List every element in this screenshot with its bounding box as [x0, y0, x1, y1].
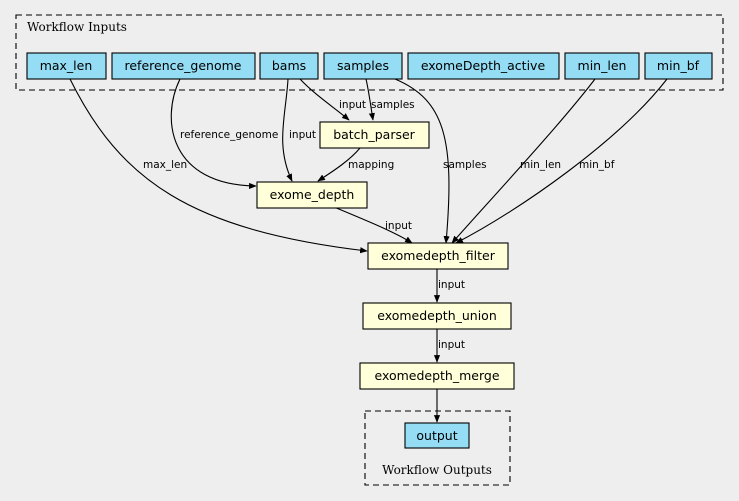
input-node-min-bf[interactable]: min_bf [644, 52, 713, 80]
workflow-outputs-label: Workflow Outputs [382, 463, 492, 477]
edge-label-union-merge: input [438, 339, 465, 351]
input-node-reference-genome-label: reference_genome [125, 58, 242, 73]
step-node-exomedepth-merge-label: exomedepth_merge [374, 368, 499, 383]
edge-reference-genome-exome-depth [170, 78, 257, 189]
input-node-min-bf-label: min_bf [657, 58, 700, 73]
input-node-samples[interactable]: samples [323, 52, 403, 80]
edge-label-min-len: min_len [520, 159, 561, 171]
input-node-exomedepth-active-label: exomeDepth_active [421, 58, 546, 73]
edge-label-bams-exome-depth: input [289, 129, 316, 141]
input-node-reference-genome[interactable]: reference_genome [111, 52, 256, 80]
edge-min-bf-filter [455, 78, 668, 244]
step-node-exomedepth-filter[interactable]: exomedepth_filter [367, 242, 509, 270]
edge-label-samples-filter: samples [443, 159, 487, 171]
workflow-inputs-cluster: Workflow Inputs [15, 14, 724, 91]
edge-label-filter-union: input [438, 279, 465, 291]
input-node-max-len-label: max_len [40, 58, 93, 73]
edge-min-len-filter [451, 78, 596, 244]
output-node-output-label: output [416, 428, 457, 443]
edge-label-samples-batch-parser: samples [371, 99, 415, 111]
input-node-exomedepth-active[interactable]: exomeDepth_active [407, 52, 560, 80]
input-node-bams[interactable]: bams [259, 52, 319, 80]
step-node-exomedepth-union-label: exomedepth_union [377, 308, 497, 323]
edge-batch-parser-exome-depth [317, 147, 361, 182]
step-node-batch-parser-label: batch_parser [333, 127, 415, 142]
edges [69, 78, 668, 423]
edge-label-reference-genome: reference_genome [180, 129, 278, 141]
edge-label-exome-depth-filter: input [385, 220, 412, 232]
workflow-inputs-label: Workflow Inputs [27, 20, 127, 34]
edge-label-min-bf: min_bf [579, 159, 615, 171]
edge-max-len-filter [69, 78, 368, 254]
step-node-exomedepth-merge[interactable]: exomedepth_merge [359, 362, 515, 390]
edge-samples-filter [394, 78, 450, 244]
input-node-samples-label: samples [337, 58, 389, 73]
step-node-exomedepth-filter-label: exomedepth_filter [381, 248, 496, 263]
edge-label-bams-batch-parser: input [339, 99, 366, 111]
edge-labels: input samples reference_genome input map… [143, 99, 615, 351]
input-node-min-len[interactable]: min_len [564, 52, 640, 80]
input-node-bams-label: bams [272, 58, 306, 73]
step-node-exome-depth[interactable]: exome_depth [256, 181, 368, 209]
input-node-max-len[interactable]: max_len [26, 52, 107, 80]
step-node-batch-parser[interactable]: batch_parser [319, 121, 430, 149]
step-nodes: batch_parser exome_depth exomedepth_filt… [256, 121, 515, 390]
input-nodes: max_len reference_genome bams samples ex… [26, 52, 713, 80]
edge-bams-exome-depth [282, 78, 293, 182]
step-node-exome-depth-label: exome_depth [270, 187, 355, 202]
edge-bams-batch-parser [299, 78, 350, 121]
edge-label-mapping: mapping [348, 159, 394, 171]
step-node-exomedepth-union[interactable]: exomedepth_union [362, 302, 512, 330]
edge-samples-batch-parser [365, 78, 375, 121]
output-node-output[interactable]: output [404, 422, 470, 449]
input-node-min-len-label: min_len [578, 58, 627, 73]
edge-exome-depth-filter [333, 206, 413, 244]
edge-label-max-len: max_len [143, 159, 187, 171]
